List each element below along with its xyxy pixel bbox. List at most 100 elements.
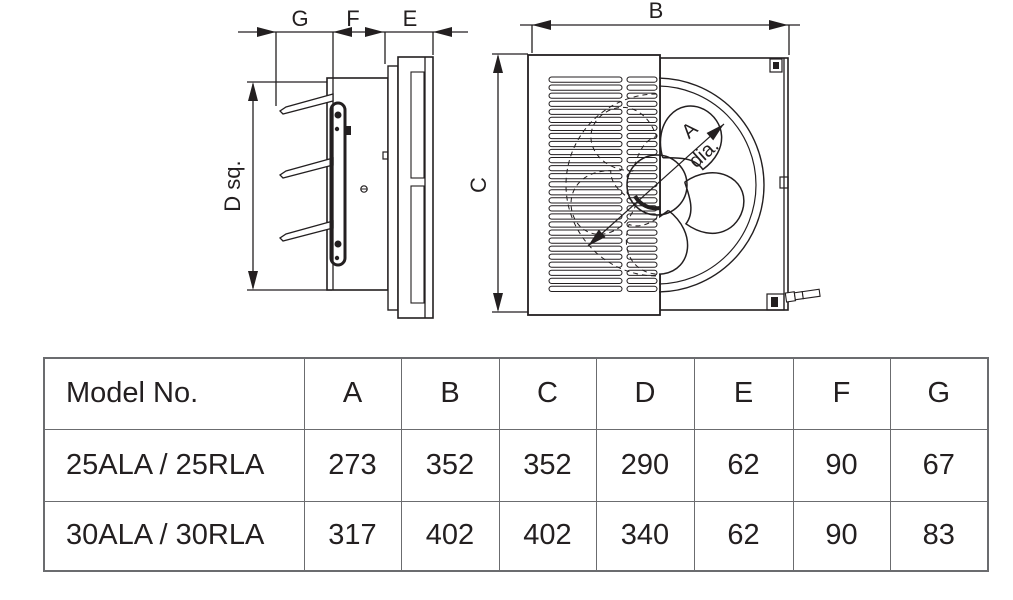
dimension-line-a (587, 123, 725, 247)
louver-slat (626, 285, 658, 292)
louver-slat (548, 245, 623, 252)
header-model-no: Model No. (43, 357, 305, 430)
louver-slat (626, 173, 658, 180)
dimension-table: Model No. A B C D E F G 25ALA / 25RLA 27… (43, 357, 989, 572)
louver-slat (548, 100, 623, 107)
front-view: B C (466, 0, 821, 316)
louver-slat (626, 157, 658, 164)
louver-slat (626, 245, 658, 252)
louver-slat (548, 269, 623, 276)
clip-icon (346, 126, 351, 135)
fan-dimension-diagram: G F E D sq. (220, 0, 821, 319)
value-cell: 340 (595, 500, 695, 572)
model-name: 25ALA / 25RLA (43, 428, 305, 502)
arrowhead (433, 27, 452, 37)
louver-slat (548, 197, 623, 204)
table-header-row: Model No. A B C D E F G (43, 357, 989, 430)
dim-label-e: E (403, 6, 418, 31)
value-cell: 83 (889, 500, 989, 572)
value-cell: 62 (693, 428, 794, 502)
louver-slats-side (278, 93, 334, 242)
louver-slat (548, 221, 623, 228)
arrowhead (706, 124, 724, 141)
hub-stamp (633, 194, 661, 211)
louver-slat (626, 108, 658, 115)
louver-slat (548, 261, 623, 268)
screw-icon (334, 126, 340, 132)
arrowhead (248, 271, 258, 290)
louver-slat (626, 213, 658, 220)
power-cord (784, 288, 821, 303)
header-f: F (792, 357, 891, 430)
value-cell: 90 (792, 428, 891, 502)
dimension-line-c (492, 53, 528, 313)
motor-hub (626, 154, 688, 216)
side-view: G F E D sq. (220, 6, 468, 319)
louver-slat (626, 124, 658, 132)
corner-latch-icon (766, 293, 785, 311)
louver-slat (626, 76, 658, 83)
louver-slat (548, 108, 623, 115)
louver-slat (548, 84, 623, 91)
arrowhead (588, 229, 606, 246)
louver-slat (548, 92, 623, 99)
louver-slat (626, 140, 658, 148)
louver-slat (548, 181, 623, 188)
louver-slat (626, 277, 658, 284)
screw-icon (360, 185, 368, 193)
louver-slat (626, 253, 658, 260)
louver-slat (548, 213, 623, 220)
value-cell: 62 (693, 500, 794, 572)
header-c: C (498, 357, 597, 430)
screw-icon (334, 255, 340, 261)
value-cell: 67 (889, 428, 989, 502)
louver-slat (548, 285, 623, 292)
louver-slat (548, 132, 623, 140)
louver-slat (626, 132, 658, 140)
louver-slat (548, 148, 623, 156)
corner-latch-icon (769, 58, 783, 73)
screw-icon (334, 111, 342, 119)
louver-slat (548, 189, 623, 196)
value-cell: 352 (400, 428, 500, 502)
louver-slat (626, 84, 658, 91)
louver-slat (548, 205, 623, 212)
arrowhead (532, 20, 551, 30)
dim-label-b: B (649, 0, 664, 23)
side-clip-icon (779, 176, 789, 189)
arrowhead (493, 293, 503, 312)
dimension-line-d (247, 81, 332, 291)
louver-slat (626, 261, 658, 268)
front-panel-side (397, 56, 434, 319)
technical-drawing-svg: G F E D sq. (220, 0, 821, 319)
value-cell: 402 (400, 500, 500, 572)
louver-slat (548, 157, 623, 164)
arrowhead (769, 20, 788, 30)
dim-label-c: C (466, 177, 491, 193)
screw-icon (334, 240, 342, 248)
wall-flange-side (387, 65, 399, 311)
value-cell: 273 (303, 428, 402, 502)
louver-slat (548, 76, 623, 83)
header-e: E (693, 357, 794, 430)
dim-label-g: G (291, 6, 308, 31)
louver-slat (548, 173, 623, 180)
arrowhead (248, 82, 258, 101)
fan-impeller (659, 77, 765, 293)
model-name: 30ALA / 30RLA (43, 500, 305, 572)
louver-slat (548, 116, 623, 124)
arrowhead (257, 27, 276, 37)
table-row: 25ALA / 25RLA 273 352 352 290 62 90 67 (43, 428, 989, 502)
louver-slat (626, 116, 658, 124)
table-row: 30ALA / 30RLA 317 402 402 340 62 90 83 (43, 500, 989, 572)
value-cell: 317 (303, 500, 402, 572)
value-cell: 352 (498, 428, 597, 502)
dim-label-f: F (346, 6, 359, 31)
louver-slat (626, 148, 658, 156)
louver-slat (626, 221, 658, 228)
arrowhead (493, 54, 503, 73)
louver-slat (548, 124, 623, 132)
header-a: A (303, 357, 402, 430)
dimension-line-b (520, 20, 800, 55)
arrowhead (333, 27, 352, 37)
